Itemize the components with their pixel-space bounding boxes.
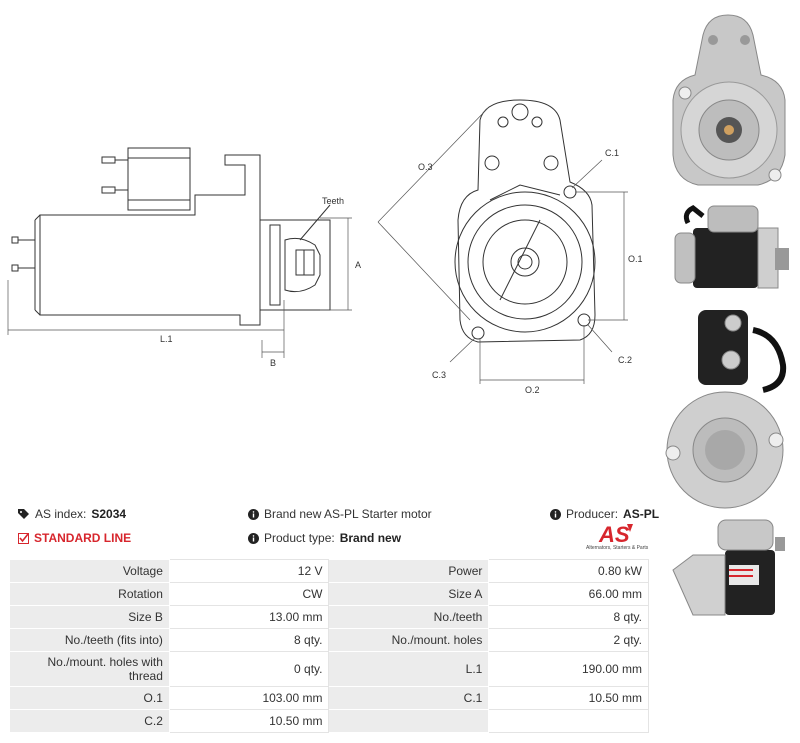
product-photos bbox=[655, 0, 800, 743]
starter-side-view bbox=[11, 147, 331, 326]
label-o1: O.1 bbox=[628, 254, 643, 264]
as-pl-logo: AS bbox=[598, 522, 633, 547]
photo-rear bbox=[665, 310, 787, 509]
info-icon bbox=[248, 508, 259, 520]
spec-label: O.1 bbox=[9, 686, 170, 710]
spec-label: No./mount. holes bbox=[328, 628, 490, 652]
info-icon bbox=[248, 532, 259, 544]
product-type: Product type: Brand new bbox=[248, 531, 401, 545]
info-icon bbox=[550, 508, 561, 520]
tag-icon bbox=[18, 509, 29, 519]
producer-label: Producer: bbox=[566, 507, 619, 521]
label-c3: C.3 bbox=[432, 370, 446, 380]
label-teeth: Teeth bbox=[322, 196, 344, 206]
label-c1: C.1 bbox=[605, 148, 619, 158]
logo-mark: AS bbox=[598, 522, 630, 547]
spec-value: 10.50 mm bbox=[168, 709, 330, 733]
label-b: B bbox=[270, 358, 276, 368]
spec-value: 13.00 mm bbox=[168, 605, 330, 629]
product-type-value: Brand new bbox=[339, 531, 402, 545]
spec-label: Size B bbox=[9, 605, 170, 629]
spec-value bbox=[488, 709, 649, 733]
as-index: AS index: S2034 bbox=[18, 507, 126, 521]
spec-label: C.2 bbox=[9, 709, 170, 733]
spec-value: CW bbox=[168, 582, 330, 606]
spec-label: No./teeth (fits into) bbox=[9, 628, 170, 652]
checkbox-icon bbox=[18, 532, 29, 544]
product-type-label: Product type: bbox=[264, 531, 335, 545]
standard-line-label: STANDARD LINE bbox=[34, 531, 132, 545]
technical-drawing: Teeth A B L.1 O.3 C.1 O.1 C.2 C.3 O.2 bbox=[7, 99, 643, 395]
spec-label: Power bbox=[328, 559, 490, 583]
as-index-value: S2034 bbox=[91, 507, 127, 521]
photo-side bbox=[674, 205, 789, 289]
standard-line: STANDARD LINE bbox=[18, 531, 131, 545]
description: Brand new AS-PL Starter motor bbox=[248, 507, 432, 521]
spec-value: 8 qty. bbox=[488, 605, 649, 629]
spec-label: Rotation bbox=[9, 582, 170, 606]
spec-label: No./teeth bbox=[328, 605, 490, 629]
photo-front-flange bbox=[672, 14, 786, 186]
spec-value: 66.00 mm bbox=[488, 582, 649, 606]
producer: Producer: AS-PL bbox=[550, 507, 659, 521]
spec-value: 12 V bbox=[168, 559, 330, 583]
label-o2: O.2 bbox=[525, 385, 540, 395]
spec-value: 0.80 kW bbox=[488, 559, 649, 583]
photo-angled bbox=[672, 519, 785, 616]
spec-value: 190.00 mm bbox=[488, 651, 649, 687]
label-o3: O.3 bbox=[418, 162, 433, 172]
label-a: A bbox=[355, 260, 361, 270]
spec-label: C.1 bbox=[328, 686, 490, 710]
label-l1: L.1 bbox=[160, 334, 173, 344]
as-index-label: AS index: bbox=[35, 507, 87, 521]
starter-front-view bbox=[454, 99, 596, 343]
spec-label: No./mount. holes with thread bbox=[9, 651, 170, 687]
spec-label: Size A bbox=[328, 582, 490, 606]
spec-row: No./teeth (fits into)8 qty.No./mount. ho… bbox=[9, 628, 649, 652]
producer-value: AS-PL bbox=[623, 507, 660, 521]
spec-label: Voltage bbox=[9, 559, 170, 583]
spec-value: 103.00 mm bbox=[168, 686, 330, 710]
spec-value: 0 qty. bbox=[168, 651, 330, 687]
description-text: Brand new AS-PL Starter motor bbox=[264, 507, 432, 521]
spec-label: L.1 bbox=[328, 651, 490, 687]
spec-value: 8 qty. bbox=[168, 628, 330, 652]
spec-value: 10.50 mm bbox=[488, 686, 649, 710]
label-c2: C.2 bbox=[618, 355, 632, 365]
product-info: AS index: S2034 STANDARD LINE Brand new … bbox=[0, 500, 659, 560]
logo-tagline: Alternators, Starters & Parts bbox=[586, 545, 649, 551]
spec-label bbox=[328, 709, 490, 733]
spec-value: 2 qty. bbox=[488, 628, 649, 652]
